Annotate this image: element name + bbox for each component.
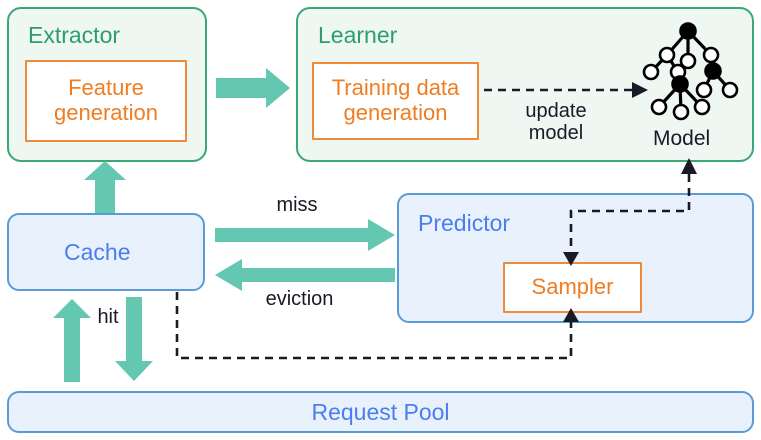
dashed-sampler-to-model-line <box>569 172 691 260</box>
tree-node-filled <box>704 62 722 80</box>
arrow-hit-requestpool-to-cache <box>53 299 91 382</box>
model-tree-icon <box>642 22 739 121</box>
arrow-cache-to-requestpool <box>115 297 153 381</box>
arrow-eviction-predictor-to-cache <box>215 259 395 291</box>
sampler-label: Sampler <box>531 274 614 300</box>
update-model-label: update model <box>525 100 587 145</box>
tree-node-filled <box>671 75 689 93</box>
eviction-label: eviction <box>265 288 334 310</box>
request-pool-title: Request Pool <box>311 399 450 425</box>
tree-node-open <box>721 81 739 99</box>
request-pool-container[interactable] <box>7 391 754 433</box>
tree-node-open <box>695 81 713 99</box>
model-label: Model <box>653 127 711 150</box>
feature-generation-box[interactable]: Feature generation <box>25 60 187 142</box>
tree-node-open <box>702 46 720 64</box>
cache-title: Cache <box>64 239 131 265</box>
tree-node-open <box>642 63 660 81</box>
training-data-generation-label: Training data generation <box>331 75 460 125</box>
cache-container[interactable] <box>7 213 205 291</box>
dashed-cache-to-sampler-line <box>175 292 573 360</box>
sampler-box[interactable]: Sampler <box>503 262 642 313</box>
tree-node-open <box>693 98 711 116</box>
arrow-miss-cache-to-predictor <box>215 219 395 251</box>
dashed-cache-to-sampler-arrowhead <box>563 308 579 322</box>
extractor-title: Extractor <box>28 22 121 48</box>
tree-node-filled <box>679 22 697 40</box>
dashed-sampler-to-model-arrowhead <box>681 158 697 174</box>
predictor-title: Predictor <box>418 210 511 236</box>
tree-node-open <box>672 103 690 121</box>
tree-node-open <box>658 46 676 64</box>
arrow-cache-to-extractor <box>84 161 126 213</box>
training-data-generation-box[interactable]: Training data generation <box>312 62 479 140</box>
miss-label: miss <box>276 194 318 216</box>
learner-title: Learner <box>318 22 398 48</box>
dashed-update-model-arrowhead <box>632 82 648 98</box>
tree-node-open <box>650 98 668 116</box>
dashed-model-to-sampler-arrowhead <box>563 252 579 266</box>
tree-node-open <box>679 52 697 70</box>
feature-generation-label: Feature generation <box>54 75 158 125</box>
hit-label: hit <box>97 306 119 328</box>
arrow-extractor-to-learner <box>216 68 290 108</box>
